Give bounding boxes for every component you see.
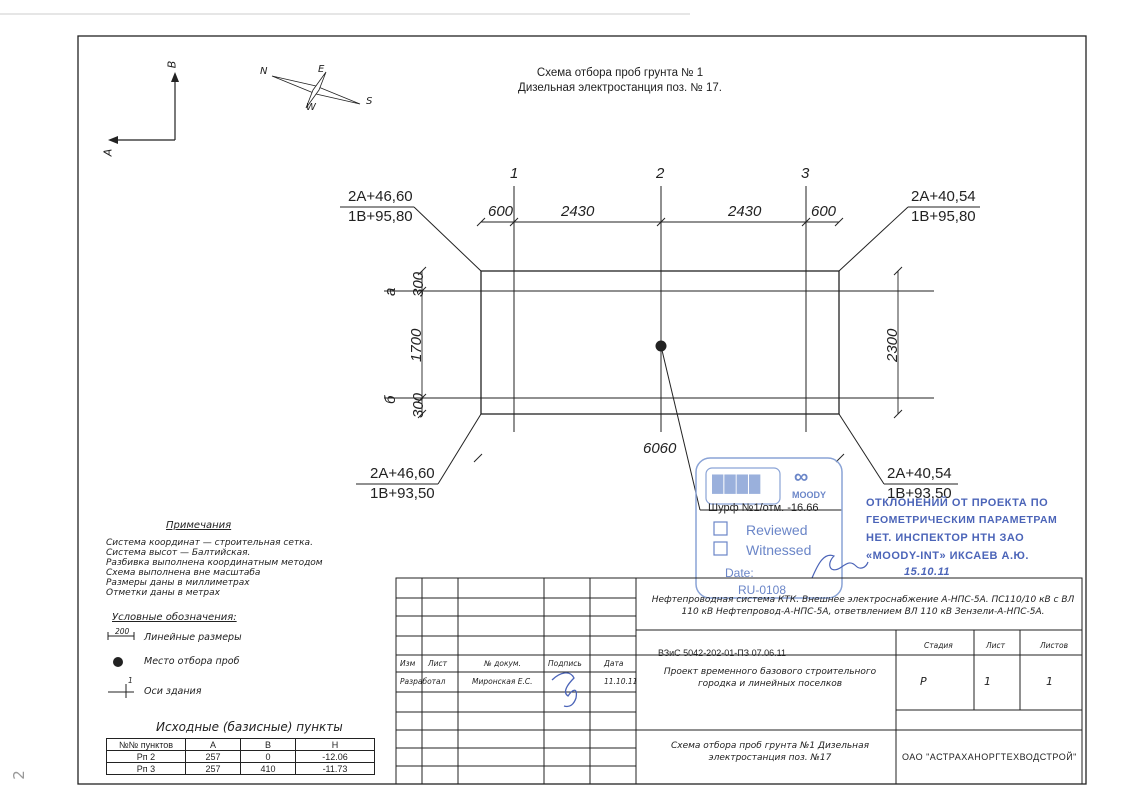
- inspector-stamp-date: 15.10.11: [904, 566, 951, 578]
- sheets-label: Листов: [1040, 641, 1069, 650]
- inspector-stamp-line4: «МООDY-INT» ИКСАЕВ А.Ю.: [866, 550, 1029, 562]
- developer-name: Миронская Е.С.: [472, 677, 533, 686]
- note-line-1: Система координат — строительная сетка.: [106, 538, 313, 548]
- compass-n-label: N: [260, 66, 268, 77]
- dim-top-2430-left: 2430: [561, 203, 595, 220]
- sheet-label: Лист: [986, 641, 1006, 650]
- grid-row-a-label: а: [382, 287, 399, 296]
- title-col-list: Лист: [428, 659, 448, 668]
- moody-logo-icon: ∞: [794, 466, 809, 488]
- axis-a-label: А: [101, 148, 115, 157]
- dim-bottom-6060: 6060: [643, 440, 677, 457]
- dim-top-2430-right: 2430: [728, 203, 762, 220]
- axis-b-label: В: [165, 60, 179, 69]
- corner-bottom-right-b: 1В+93,50: [887, 485, 952, 502]
- sheet-title-line1: Схема отбора проб грунта № 1: [536, 67, 704, 79]
- grid-column-3-label: 3: [801, 165, 810, 182]
- corner-top-right-b: 1В+95,80: [911, 208, 976, 225]
- compass-rose: [271, 71, 361, 109]
- company-name: ОАО "АСТРАХАНОРГТЕХВОДСТРОЙ": [902, 752, 1077, 762]
- legend-sample-1: 1: [128, 676, 133, 685]
- developer-role: Разработал: [400, 677, 446, 686]
- corner-bottom-left-a: 2А+46,60: [370, 465, 435, 482]
- stamp-date-label: Date:: [725, 566, 754, 580]
- base-col-h: Н: [295, 738, 375, 751]
- legend-item-sample-point: Место отбора проб: [144, 656, 240, 667]
- stage-value: Р: [920, 675, 927, 688]
- base-points-heading: Исходные (базисные) пункты: [156, 720, 343, 734]
- note-line-6: Отметки даны в метрах: [106, 588, 220, 598]
- base-col-a: А: [185, 738, 241, 751]
- note-line-4: Схема выполнена вне масштаба: [106, 568, 261, 578]
- dim-right-2300: 2300: [884, 328, 901, 362]
- axes-indicator: [108, 72, 179, 144]
- sheets-value: 1: [1046, 675, 1053, 688]
- legend-heading: Условные обозначения:: [112, 612, 237, 623]
- stage-label: Стадия: [924, 641, 953, 650]
- corner-top-right-a: 2А+40,54: [911, 188, 976, 205]
- inspector-stamp-line3: НЕТ. ИНСПЕКТОР НТН ЗАО: [866, 532, 1025, 544]
- grid-row-b-label: б: [382, 395, 399, 404]
- pit-label: Шурф №1/отм. -16.66: [708, 502, 819, 514]
- base-points-table: №№ пунктов А В Н Рп 2 257 0 -12.06 Рп 3 …: [106, 738, 375, 775]
- stamp-code: RU-0108: [738, 583, 787, 597]
- dim-left-300-top: 300: [410, 271, 427, 297]
- corner-top-left-b: 1В+95,80: [348, 208, 413, 225]
- base-col-points: №№ пунктов: [106, 738, 186, 751]
- stamp-witnessed-label: Witnessed: [746, 542, 812, 558]
- inspector-stamp-line2: ГЕОМЕТРИЧЕСКИМ ПАРАМЕТРАМ: [866, 514, 1058, 526]
- title-col-doc: № докум.: [484, 659, 521, 668]
- page-number: 2: [9, 770, 28, 780]
- compass-w-label: W: [306, 102, 316, 113]
- stamp-moody-text: MOODY: [792, 490, 827, 500]
- compass-s-label: S: [366, 96, 373, 107]
- grid-column-2-label: 2: [656, 165, 665, 182]
- grid-column-1-label: 1: [510, 165, 519, 182]
- building-outline: [480, 270, 840, 415]
- table-row: Рп 2 257 0 -12.06: [106, 750, 375, 763]
- corner-bottom-left-b: 1В+93,50: [370, 485, 435, 502]
- corner-top-left-a: 2А+46,60: [348, 188, 413, 205]
- title-block-code: ВЗиС 5042-202-01-ПЗ 07.06.11: [658, 648, 786, 658]
- legend-item-linear: Линейные размеры: [144, 632, 242, 643]
- stamp-reviewed-label: Reviewed: [746, 522, 808, 538]
- note-line-5: Размеры даны в миллиметрах: [106, 578, 250, 588]
- title-col-sign: Подпись: [548, 659, 582, 668]
- legend-item-axes: Оси здания: [144, 686, 202, 697]
- dim-top-600-right: 600: [811, 203, 837, 220]
- title-block-lines: [395, 577, 1083, 785]
- sheet-title-line2: Дизельная электростанция поз. № 17.: [518, 82, 722, 94]
- developer-date: 11.10.11: [604, 677, 638, 686]
- title-col-izm: Изм: [400, 659, 416, 668]
- sheet-value: 1: [984, 675, 991, 688]
- title-block-project: Нефтепроводная система КТК. Внешнее элек…: [651, 595, 1075, 617]
- base-col-b: В: [240, 738, 296, 751]
- table-row: Рп 3 257 410 -11.73: [106, 762, 375, 775]
- compass-e-label: E: [318, 64, 325, 75]
- note-line-2: Система высот — Балтийская.: [106, 548, 251, 558]
- legend-sample-200: 200: [115, 627, 130, 636]
- notes-heading: Примечания: [166, 520, 232, 531]
- section-title: Проект временного базового строительного…: [663, 667, 877, 689]
- note-line-3: Разбивка выполнена координатным методом: [106, 558, 323, 568]
- stamp-logo-block: ████: [712, 476, 762, 493]
- title-col-date: Дата: [604, 659, 624, 668]
- sample-point-marker: [655, 340, 667, 352]
- dim-left-300-bottom: 300: [410, 392, 427, 418]
- dim-left-1700: 1700: [408, 328, 425, 362]
- drawing-title: Схема отбора проб грунта №1 Дизельная эл…: [670, 741, 869, 763]
- inspector-stamp-line1: ОТКЛОНЕНИЙ ОТ ПРОЕКТА ПО: [866, 497, 1049, 509]
- dim-top-600-left: 600: [488, 203, 514, 220]
- review-stamp-box: [695, 457, 843, 599]
- corner-bottom-right-a: 2А+40,54: [887, 465, 952, 482]
